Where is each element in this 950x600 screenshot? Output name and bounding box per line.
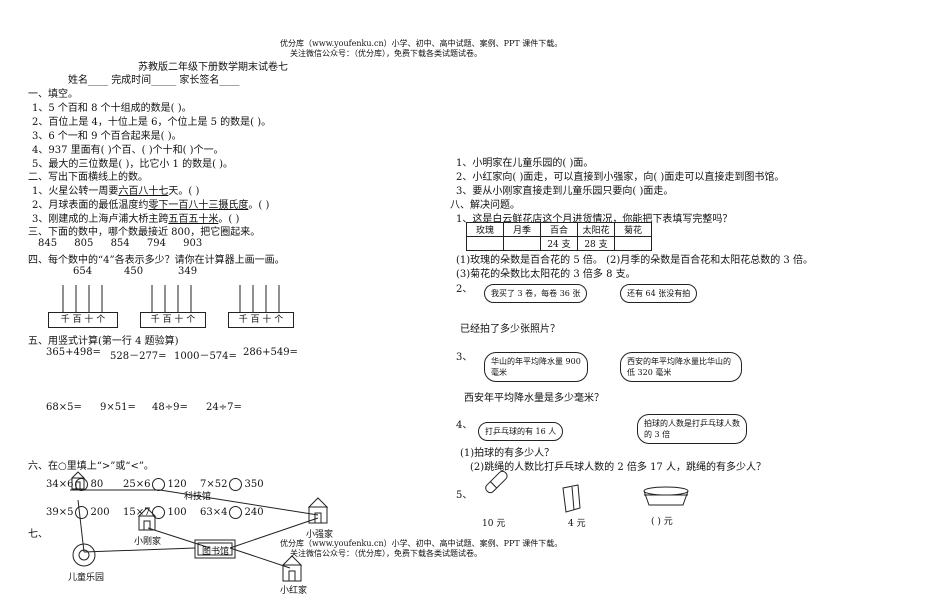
s4-number-1: 654 <box>73 266 93 277</box>
calc-4: 286+549= <box>243 347 298 358</box>
abacus-base-3: 千 百 十 个 <box>228 312 294 328</box>
s8-q1b: (3)菊花的朵数比太阳花的 3 倍多 8 支。 <box>456 269 636 280</box>
abacus-base-2: 千 百 十 个 <box>140 312 206 328</box>
q3-question: 西安年平均降水量是多少毫米？ <box>464 393 604 404</box>
s8-q1: 1、这是白云鲜花店这个月进货情况，你能把下表填写完整吗？ <box>456 214 733 225</box>
q2-bubble-2: 还有 64 张没有拍 <box>620 284 698 303</box>
number-item: 903 <box>183 238 203 249</box>
s6-heading: 六、在○里填上“>”或“<”。 <box>28 461 154 472</box>
s7-heading: 七、 <box>28 529 48 540</box>
basin-icon <box>643 486 689 506</box>
number-item: 794 <box>146 238 166 249</box>
header-line2: 关注微信公众号：（优分库），免费下载各类试题试卷。 <box>290 49 482 58</box>
compare-circle[interactable] <box>152 506 166 519</box>
place-xiaohong: 小红家 <box>280 586 308 596</box>
q3-bubble-2: 西安的年平均降水量比华山的低 320 毫米 <box>620 352 742 382</box>
calc-8: 24÷7= <box>206 402 242 413</box>
flower-table: 玫瑰月季百合太阳花菊花 24 支 28 支 <box>466 222 652 251</box>
dir-q3: 3、要从小刚家直接走到儿童乐园只要向( )面走。 <box>456 186 674 197</box>
s1-q1: 1、5 个百和 8 个十组成的数是( )。 <box>32 103 192 114</box>
s8-q1a: (1)玫瑰的朵数是百合花的 5 倍。 (2)月季的朵数是百合花和太阳花总数的 3… <box>456 255 813 266</box>
s4-number-3: 349 <box>178 266 198 277</box>
abacus-2 <box>151 285 192 313</box>
abacus-base-1: 千 百 十 个 <box>48 312 118 328</box>
place-xiaogang: 小刚家 <box>134 537 162 547</box>
price-2: 4 元 <box>568 519 586 529</box>
price-1: 10 元 <box>482 519 506 529</box>
place-xiaoqiang: 小强家 <box>306 530 334 540</box>
s1-heading: 一、填空。 <box>28 89 78 100</box>
q4-b: (2)跳绳的人数比打乒乓球人数的 2 倍多 17 人，跳绳的有多少人？ <box>470 462 766 473</box>
abacus-1 <box>62 285 103 313</box>
s2-q2: 2、月球表面的最低温度约零下一百八十三摄氏度。( ) <box>32 200 270 211</box>
dir-q2: 2、小红家向( )面走，可以直接到小强家，向( )面走可以直接走到图书馆。 <box>456 172 785 183</box>
dir-q1: 1、小明家在儿童乐园的( )面。 <box>456 158 594 169</box>
compare-circle[interactable] <box>75 506 89 519</box>
book-icon <box>562 484 581 513</box>
calc-6: 9×51= <box>100 402 136 413</box>
header-line1: 优分库（www.youfenku.cn）小学、初中、高中试题、案例、PPT 课件… <box>280 39 563 48</box>
s1-q5: 5、最大的三位数是( )，比它小 1 的数是( )。 <box>32 159 234 170</box>
calc-7: 48÷9= <box>152 402 188 413</box>
compare-circle[interactable] <box>229 478 243 491</box>
q3-bubble-1: 华山的年平均降水量 900 毫米 <box>484 352 588 382</box>
number-item: 845 <box>38 238 58 249</box>
q2-bubble-1: 我买了 3 卷，每卷 36 张 <box>484 284 588 303</box>
compare-circle[interactable] <box>229 506 243 519</box>
s2-q1: 1、火星公转一周要六百八十七天。( ) <box>32 186 200 197</box>
s3-numbers: 845 805 854 794 903 <box>38 238 202 249</box>
page-title: 苏教版二年级下册数学期末试卷七 <box>138 62 288 73</box>
abacus-3 <box>239 285 280 313</box>
s5-heading: 五、用竖式计算(第一行 4 题验算) <box>28 336 179 347</box>
price-3[interactable]: ( ) 元 <box>651 517 673 527</box>
table-cell[interactable] <box>614 236 652 251</box>
place-library: 图书馆 <box>202 547 230 557</box>
place-tech: 科技馆 <box>184 492 212 502</box>
s8-heading: 八、解决问题。 <box>450 200 520 211</box>
s1-q2: 2、百位上是 4，十位上是 6，个位上是 5 的数是( )。 <box>32 117 272 128</box>
calc-2: 528－277= <box>110 351 167 362</box>
calc-1: 365+498= <box>46 347 101 358</box>
calc-5: 68×5= <box>46 402 82 413</box>
q4-number: 4、 <box>456 420 473 431</box>
s1-q3: 3、6 个一和 9 个百合起来是( )。 <box>32 131 182 142</box>
q4-bubble-2: 拍球的人数是打乒乓球人数的 3 倍 <box>637 414 747 444</box>
calc-3: 1000－574= <box>174 351 237 362</box>
s2-q3: 3、刚建成的上海卢浦大桥主跨五百五十米。( ) <box>32 214 240 225</box>
footer-line1: 优分库（www.youfenku.cn）小学、初中、高中试题、案例、PPT 课件… <box>280 539 563 548</box>
s1-q4: 4、937 里面有( )个百、( )个十和( )个一。 <box>32 145 224 156</box>
q4-a: (1)拍球的有多少人？ <box>460 448 555 459</box>
q4-bubble-1: 打乒乓球的有 16 人 <box>478 422 564 441</box>
q5-number: 5、 <box>456 490 473 501</box>
s3-heading: 三、下面的数中，哪个数最接近 800，把它圈起来。 <box>28 227 261 238</box>
stapler-icon <box>485 470 508 494</box>
number-item: 805 <box>74 238 94 249</box>
number-item: 854 <box>110 238 130 249</box>
s2-heading: 二、写出下面横线上的数。 <box>28 172 148 183</box>
q3-number: 3、 <box>456 352 473 363</box>
q2-question: 已经拍了多少张照片？ <box>460 324 560 335</box>
q2-number: 2、 <box>456 284 473 295</box>
footer-line2: 关注微信公众号：（优分库），免费下载各类试题试卷。 <box>290 549 482 558</box>
s4-number-2: 450 <box>124 266 144 277</box>
student-info: 姓名____ 完成时间_____ 家长签名____ <box>68 75 240 86</box>
s4-heading: 四、每个数中的“4”各表示多少？请你在计算器上画一画。 <box>28 255 285 266</box>
place-park: 儿童乐园 <box>68 573 105 583</box>
